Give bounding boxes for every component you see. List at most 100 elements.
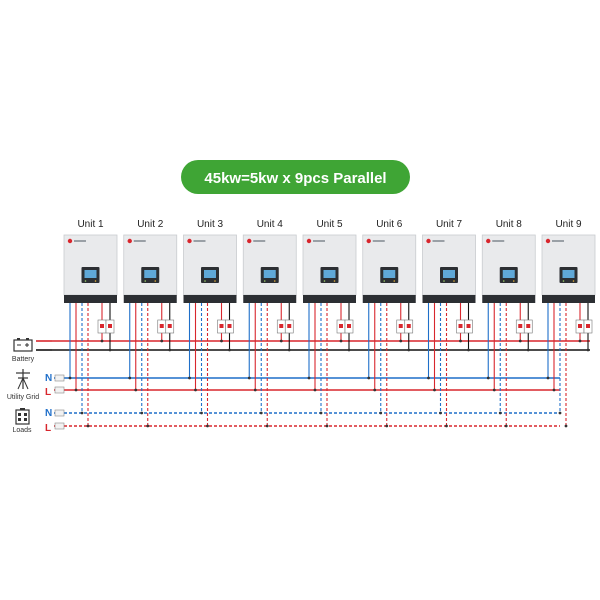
inverter-body xyxy=(541,234,596,296)
junction-dot xyxy=(504,424,508,428)
junction-dot xyxy=(134,388,138,392)
junction-dot xyxy=(68,376,72,380)
inverter-logo-icon xyxy=(67,238,86,244)
terminal-block xyxy=(54,386,65,394)
lcd-screen xyxy=(562,270,575,278)
junction-dot xyxy=(200,411,203,415)
inverter-bottom-panel xyxy=(303,295,356,303)
battery-icon xyxy=(13,338,33,352)
junction-dot xyxy=(467,348,470,352)
unit-label: Unit 7 xyxy=(436,219,463,230)
junction-dot xyxy=(385,424,389,428)
junction-dot xyxy=(188,376,191,380)
inverter-bottom-panel xyxy=(243,295,297,303)
junction-dot xyxy=(74,388,78,392)
junction-dot xyxy=(265,424,269,428)
status-led xyxy=(94,280,97,282)
inverter-body xyxy=(362,234,417,296)
junction-dot xyxy=(206,424,209,428)
inverter-unit: Unit 1 xyxy=(63,219,118,428)
utility-grid-label: Utility Grid xyxy=(7,394,39,401)
junction-dot xyxy=(586,348,590,352)
junction-dot xyxy=(228,348,231,352)
junction-dot xyxy=(427,376,430,380)
inverter-body xyxy=(422,234,476,296)
title-banner-text: 45kw=5kw x 9pcs Parallel xyxy=(204,170,386,187)
junction-dot xyxy=(140,411,144,415)
inverter-unit: Unit 3 xyxy=(183,219,237,428)
junction-dot xyxy=(498,411,502,415)
title-banner-background xyxy=(181,160,410,194)
junction-dot xyxy=(100,339,104,343)
breaker-icon xyxy=(157,319,175,334)
inverter-unit: Unit 5 xyxy=(302,219,357,428)
junction-dot xyxy=(552,388,556,392)
utility-grid-source: Utility Grid xyxy=(7,369,39,401)
unit-label: Unit 9 xyxy=(555,219,582,230)
unit-label: Unit 2 xyxy=(137,219,164,230)
lcd-screen xyxy=(502,270,515,278)
loads-building-icon xyxy=(15,408,30,425)
status-led xyxy=(512,280,515,282)
junction-dot xyxy=(287,348,291,352)
junction-dot xyxy=(339,339,343,343)
status-led xyxy=(572,280,575,282)
junction-dot xyxy=(518,339,522,343)
loads-neutral-letter: N xyxy=(45,408,52,419)
junction-dot xyxy=(486,376,490,380)
lcd-screen xyxy=(263,270,276,278)
unit-label: Unit 1 xyxy=(77,219,104,230)
title-banner: 45kw=5kw x 9pcs Parallel xyxy=(181,160,410,194)
inverter-logo-icon xyxy=(247,238,266,244)
inverter-logo-icon xyxy=(127,238,146,244)
junction-dot xyxy=(220,339,223,343)
status-led xyxy=(144,280,147,282)
terminal-block xyxy=(54,409,65,417)
junction-dot xyxy=(253,388,257,392)
junction-dot xyxy=(578,339,582,343)
inverter-unit: Unit 7 xyxy=(422,219,476,428)
breaker-icon xyxy=(515,319,533,334)
inverter-bottom-panel xyxy=(482,295,536,303)
status-led xyxy=(333,280,336,282)
junction-dot xyxy=(325,424,329,428)
status-led xyxy=(393,280,396,282)
battery-source: Battery xyxy=(12,338,35,363)
junction-dot xyxy=(319,411,323,415)
inverter-body xyxy=(242,234,297,296)
junction-dot xyxy=(108,348,112,352)
wiring-layer xyxy=(36,340,590,430)
junction-dot xyxy=(128,376,132,380)
inverter-bottom-panel xyxy=(123,295,177,303)
breaker-icon xyxy=(217,319,234,334)
junction-dot xyxy=(247,376,251,380)
utility-pole-icon xyxy=(16,369,30,390)
inverter-logo-icon xyxy=(545,238,564,244)
junction-dot xyxy=(86,424,90,428)
inverter-unit: Unit 6 xyxy=(362,219,417,428)
junction-dot xyxy=(168,348,172,352)
junction-dot xyxy=(492,388,496,392)
inverter-logo-icon xyxy=(187,238,206,244)
junction-dot xyxy=(399,339,403,343)
junction-dot xyxy=(558,411,562,415)
inverter-logo-icon xyxy=(366,238,385,244)
inverter-bottom-panel xyxy=(64,295,117,303)
terminal-block xyxy=(54,374,65,382)
junction-dot xyxy=(347,348,351,352)
breaker-icon xyxy=(456,319,473,334)
unit-label: Unit 3 xyxy=(197,219,224,230)
battery-label: Battery xyxy=(12,356,35,363)
junction-dot xyxy=(194,388,197,392)
lcd-screen xyxy=(144,270,157,278)
breaker-icon xyxy=(276,319,294,334)
junction-dot xyxy=(439,411,442,415)
inverter-body xyxy=(302,234,357,296)
inverter-bottom-panel xyxy=(362,295,416,303)
junction-dot xyxy=(433,388,436,392)
breaker-icon xyxy=(97,319,115,334)
unit-label: Unit 6 xyxy=(376,219,403,230)
inverter-unit: Unit 8 xyxy=(481,219,536,428)
